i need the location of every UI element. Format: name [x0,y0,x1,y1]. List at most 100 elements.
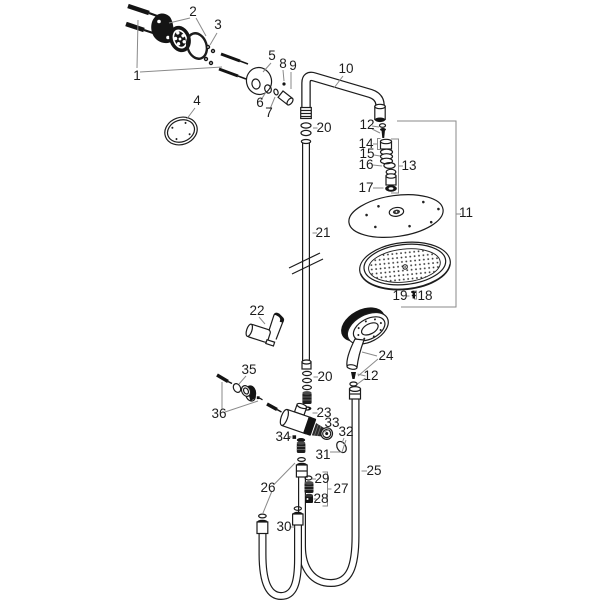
overhead-fittings [379,138,397,192]
part-label-20: 20 [317,369,332,384]
leader-line-31 [357,377,366,385]
cover-escutcheon [164,116,198,146]
part-label-3: 3 [214,17,222,32]
wall-bracket-plate [151,13,174,44]
part-label-17: 17 [358,180,373,195]
leader-line-27 [258,316,266,325]
part-label-26: 26 [260,480,275,495]
part-label-15: 15 [359,146,374,161]
o-ring-6 [264,84,272,94]
part-label-35: 35 [241,362,256,377]
part-label-12: 12 [363,368,378,383]
leader-line-35 [341,437,345,444]
part-label-14: 14 [358,136,374,151]
part-label-28: 28 [313,491,328,506]
part-label-8: 8 [279,56,287,71]
washer-7 [273,88,279,96]
overhead-top-disc [348,194,444,238]
part-label-21: 21 [315,225,330,240]
hose-collar-right [292,506,304,526]
spray-disc-screw [411,290,417,299]
part-label-1: 1 [133,68,141,83]
hand-shower-screw [351,372,356,379]
leader-line-21 [372,164,383,167]
o-ring-32 [336,440,347,454]
shower-hose-short [258,524,302,600]
pipe-break-marks [288,252,324,275]
part-label-12: 12 [359,117,374,132]
part-label-4: 4 [193,93,201,108]
pipe-end-collar [301,359,312,370]
leader-line-34 [323,428,331,433]
leader-line-11 [333,75,344,89]
part-label-23: 23 [316,405,331,420]
leader-line-19 [377,138,381,150]
leader-line-42 [273,462,296,486]
valve-body [279,402,334,440]
leader-line-15 [371,128,381,134]
part-label-19: 19 [392,288,407,303]
part-label-9: 9 [289,58,297,73]
leader-line-0 [136,19,139,69]
hand-shower [341,307,389,370]
leader-line-3 [195,17,207,37]
leader-line-9 [282,69,285,82]
shower-holder [245,312,285,347]
leader-line-30 [357,373,366,377]
part-label-22: 22 [249,303,264,318]
spacer-sleeve-9 [277,90,294,106]
leader-line-6 [262,62,272,73]
part-label-5: 5 [268,48,276,63]
leader-line-5 [185,107,196,121]
leader-line-2 [168,17,191,24]
leader-line-36 [330,439,347,453]
leader-line-1 [139,66,223,73]
wall-escutcheon [245,66,273,96]
lower-adapter-stack [296,438,306,463]
part-label-7: 7 [265,105,273,120]
leader-line-28 [361,351,378,357]
part-label-32: 32 [338,424,353,439]
leader-line-20 [373,154,381,157]
hand-shower-o-ring [349,381,358,387]
part-label-20: 20 [316,120,331,135]
hose-crimp-connector [295,462,308,478]
arm-o-rings [300,122,312,137]
leader-lines [136,17,461,528]
overhead-spray-disc [359,241,451,291]
part-label-25: 25 [366,463,381,478]
ribbed-adapter [302,391,312,404]
leader-line-40 [224,400,259,413]
leader-line-4 [209,32,218,46]
valve-o-ring-stack [302,370,313,391]
o-ring-35 [232,383,242,393]
hose-collar-left [256,513,269,535]
part-label-27: 27 [333,481,348,496]
arm-screw-12 [378,123,387,138]
leader-line-43 [262,490,273,514]
bushing-35 [240,385,263,402]
part-label-24: 24 [378,348,394,363]
part-label-33: 33 [324,415,339,430]
shower-arm [300,71,386,123]
escutcheon-screws [218,52,249,80]
fitting-29 [304,475,314,493]
part-label-13: 13 [401,158,416,173]
leader-line-38 [238,375,247,385]
part-label-11: 11 [459,205,473,220]
part-label-6: 6 [256,95,264,110]
part-label-30: 30 [276,519,291,534]
leader-line-8 [269,96,276,110]
leader-line-7 [260,91,267,101]
part-label-16: 16 [358,157,373,172]
part-label-2: 2 [189,4,197,19]
part-label-34: 34 [275,429,291,444]
riser-pipe [300,138,312,362]
part-label-18: 18 [417,288,432,303]
part-label-29: 29 [314,471,329,486]
screws-36 [216,373,282,413]
o-ring-large [185,32,209,60]
